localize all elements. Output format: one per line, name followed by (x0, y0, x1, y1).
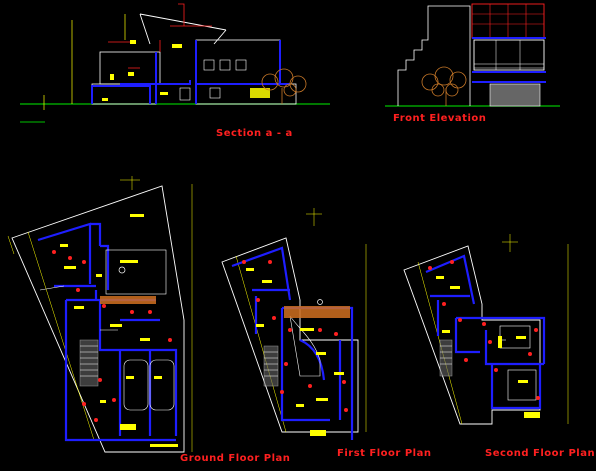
elevation-balcony-rail (474, 40, 544, 70)
second-stair (439, 339, 453, 377)
first-annotations (246, 268, 344, 436)
ground-floor-plan (7, 176, 193, 453)
second-floor-title-label: Second Floor Plan (485, 448, 596, 459)
elevation-garage-door (489, 83, 541, 107)
ground-title-underline (150, 444, 178, 447)
second-site-boundary (403, 245, 541, 425)
elevation-upper-mullions (472, 4, 544, 38)
first-stair (263, 345, 279, 387)
section-slab-walls (91, 40, 290, 104)
second-markers (428, 260, 540, 400)
section-right-block (195, 39, 281, 85)
second-walls (425, 254, 546, 410)
section-windows (179, 59, 247, 101)
first-floor-title-label: First Floor Plan (337, 448, 432, 459)
ground-north-marker (118, 266, 126, 274)
elevation-stepped-wall (397, 5, 471, 106)
ground-interior-lines (39, 249, 175, 411)
section-tree (261, 68, 307, 104)
front-elevation-title-label: Front Elevation (393, 113, 487, 124)
section-right-lower (195, 83, 297, 105)
first-north-marker (317, 299, 323, 305)
ground-annotations (60, 214, 162, 430)
elevation-slab (472, 37, 546, 83)
section-hatch (102, 40, 270, 101)
ground-floor-title-label: Ground Floor Plan (180, 453, 291, 464)
first-floor-plan (221, 208, 367, 440)
first-dimension-lines (235, 208, 367, 433)
first-site-boundary (221, 237, 359, 433)
first-markers (242, 260, 348, 412)
front-elevation-drawing (385, 3, 560, 107)
section-red-details (108, 3, 212, 69)
ground-stair (79, 339, 99, 387)
first-curved-void (289, 315, 321, 377)
ground-site-boundary (11, 185, 185, 453)
elevation-balcony (473, 39, 545, 71)
ground-walls (37, 222, 178, 442)
second-floor-plan (403, 234, 569, 425)
second-annotations (436, 276, 540, 418)
elevation-tree (421, 66, 467, 106)
section-a-a-drawing (20, 3, 330, 123)
first-timber-deck (284, 306, 350, 318)
section-roof-canopy (139, 13, 227, 45)
ground-markers (52, 250, 172, 422)
ground-timber-deck (100, 296, 156, 304)
section-title-label: Section a - a (216, 128, 293, 139)
first-walls (231, 246, 354, 440)
